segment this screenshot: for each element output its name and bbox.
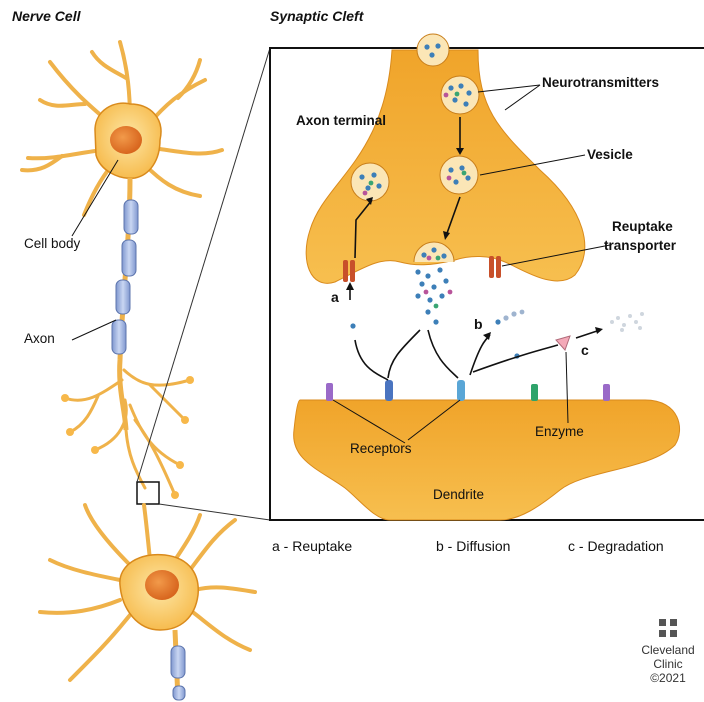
nerve-cell-heading: Nerve Cell [12,8,80,24]
reuptake-transporter-label-line2: transporter [604,238,676,253]
marker-c: c [581,342,589,358]
neurotransmitters-label: Neurotransmitters [542,75,659,90]
legend-b: b - Diffusion [436,538,510,554]
axon-label: Axon [24,331,55,346]
upper-nucleus [110,126,142,154]
axon-terminal-label: Axon terminal [296,113,386,128]
lower-nucleus [145,570,179,600]
cleveland-clinic-logo-icon [658,618,678,638]
lower-neuron [40,505,255,700]
zoom-box [137,482,159,504]
synaptic-cleft-heading: Synaptic Cleft [270,8,363,24]
credit-line1: Cleveland [628,643,704,657]
legend-c: c - Degradation [568,538,664,554]
credit-line2: Clinic [628,657,704,671]
cleveland-clinic-credit: Cleveland Clinic ©2021 [628,618,704,685]
dendrite-label: Dendrite [433,487,484,502]
vesicle-label: Vesicle [587,147,633,162]
marker-a: a [331,289,339,305]
reuptake-transporter-label-line1: Reuptake [612,219,673,234]
cell-body-label: Cell body [24,236,80,251]
axon-terminal-branches [65,370,190,495]
enzyme-label: Enzyme [535,424,584,439]
marker-b: b [474,316,483,332]
synapse-panel [270,34,704,520]
lower-myelin [171,646,185,678]
receptors-label: Receptors [350,441,412,456]
upper-neuron [22,42,222,499]
legend-a: a - Reuptake [272,538,352,554]
credit-line3: ©2021 [628,671,704,685]
